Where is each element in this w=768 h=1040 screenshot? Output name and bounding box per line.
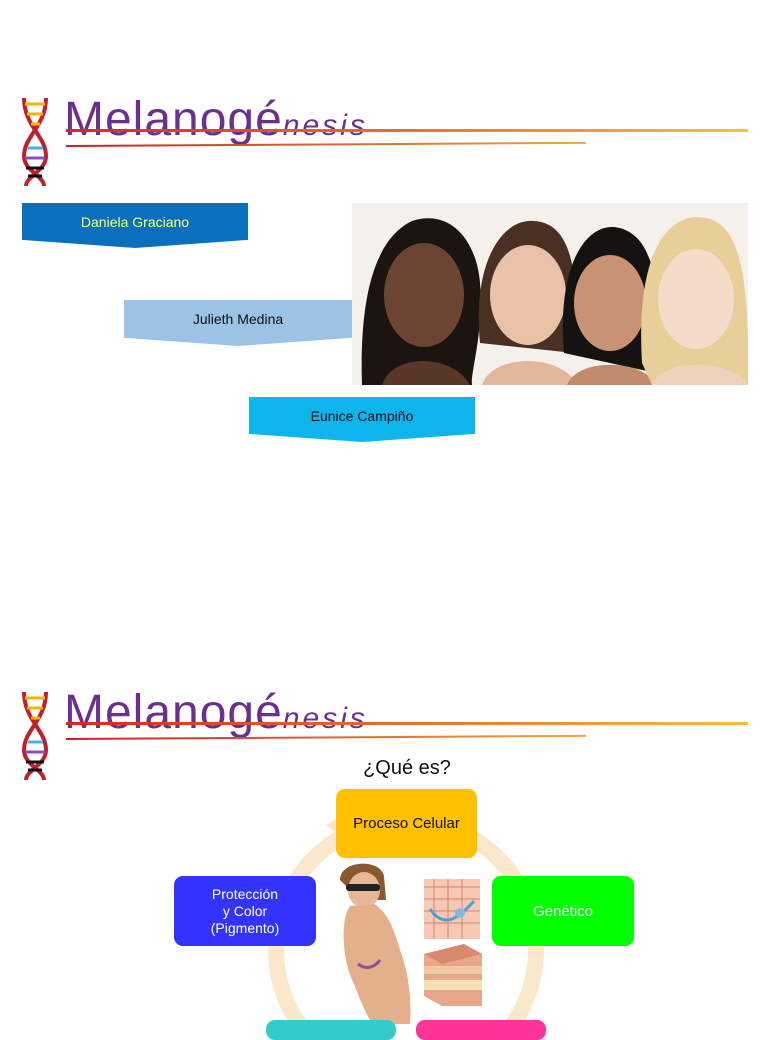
box-left-line2: y Color (222, 902, 268, 919)
title-underline (66, 722, 748, 725)
title-main-text: Melanogé (64, 686, 283, 739)
box-left-line3: (Pigmento) (210, 919, 280, 936)
box-proceso-celular: Proceso Celular (336, 789, 477, 858)
women-photo (352, 203, 748, 385)
name-chevron-1: Daniela Graciano (22, 203, 248, 248)
title-underline (66, 129, 748, 132)
box-proteccion: Protección y Color (Pigmento) (174, 876, 316, 946)
title-tail-text: nesis (282, 109, 368, 142)
name-2: Julieth Medina (192, 311, 284, 327)
title-tail-text: nesis (282, 702, 368, 735)
skin-layers-diagram (424, 944, 482, 1006)
slide-1-title: Melanogénesis (64, 96, 368, 144)
dna-helix-icon (21, 97, 49, 187)
box-bottom-left (266, 1020, 396, 1040)
name-chevron-2: Julieth Medina (124, 300, 352, 346)
title-main-text: Melanogé (64, 93, 283, 146)
name-1: Daniela Graciano (80, 213, 190, 230)
box-right-label: Genético (532, 902, 594, 920)
box-bottom-right (416, 1020, 546, 1040)
box-top-label: Proceso Celular (353, 815, 460, 832)
slide-2-title: Melanogénesis (64, 689, 368, 737)
woman-illustration (340, 863, 411, 1024)
question-heading: ¿Qué es? (363, 757, 451, 779)
name-chevron-3: Eunice Campiño (249, 397, 475, 442)
cell-diagram (424, 879, 480, 939)
name-3: Eunice Campiño (310, 407, 414, 424)
box-left-line1: Protección (211, 885, 279, 902)
box-genetico: Genético (492, 876, 634, 946)
dna-helix-icon (21, 691, 49, 781)
